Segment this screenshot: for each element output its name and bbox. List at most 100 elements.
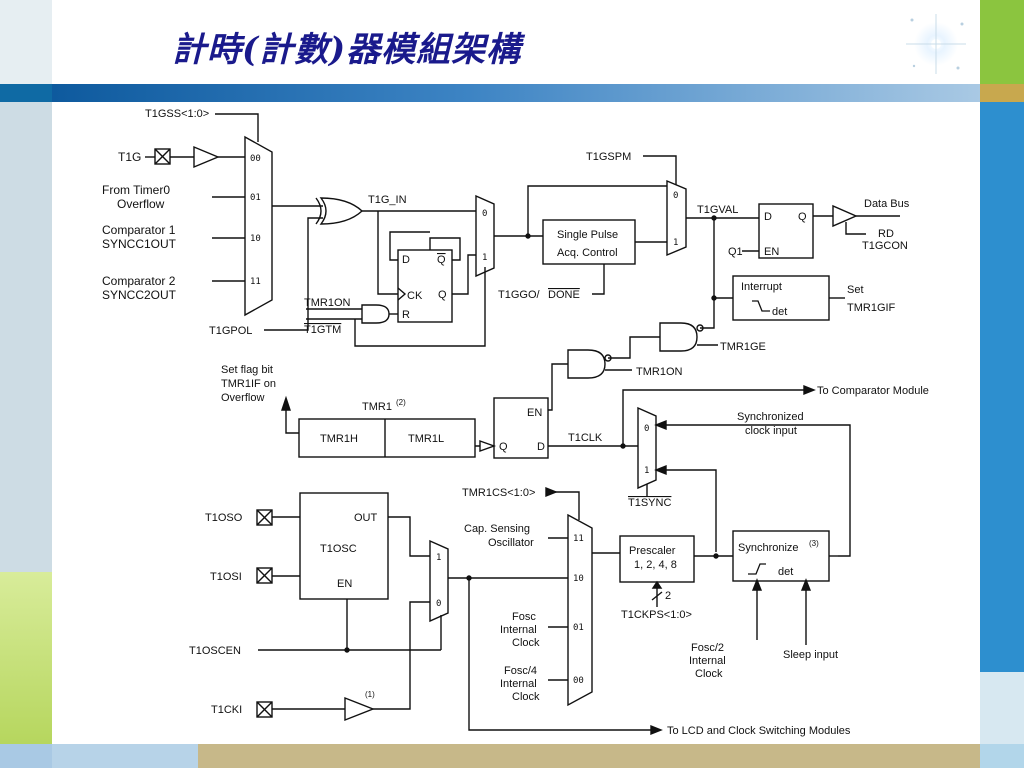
label-tmr1-sup: (2) [396, 398, 406, 407]
label-t1clk: T1CLK [568, 432, 603, 444]
mux2-in-1: 1 [482, 253, 487, 263]
footer-left [52, 744, 198, 768]
label-sync-clk-2: clock input [745, 425, 797, 437]
label-t1gtm: T1GTM [304, 324, 341, 336]
label-rd: RD [878, 228, 894, 240]
label-fosc-3: Clock [512, 637, 540, 649]
label-sync-clk-1: Synchronized [737, 411, 804, 423]
t1oscen-mux [429, 539, 449, 623]
label-t1g-in: T1G_IN [368, 194, 407, 206]
label-t1oscen: T1OSCEN [189, 645, 241, 657]
label-to-lcd: To LCD and Clock Switching Modules [667, 725, 851, 737]
label-fosc4-2: Internal [500, 678, 537, 690]
label-cap-sensing-2: Oscillator [488, 537, 534, 549]
label-interrupt: Interrupt [741, 281, 782, 293]
mux-in-01: 01 [250, 193, 261, 203]
mux5-in-1: 1 [436, 553, 441, 563]
right-frame-gold [980, 84, 1024, 102]
label-done: DONE [548, 289, 580, 301]
label-q1: Q1 [728, 246, 743, 258]
title-bar [52, 84, 980, 102]
label-comp1-2: SYNCC1OUT [102, 237, 177, 251]
t1cki-schmitt-buffer [344, 696, 375, 722]
label-prescaler-1: Prescaler [629, 545, 676, 557]
left-frame-mid [0, 102, 52, 572]
label-latch-d: D [764, 211, 772, 223]
mux6-in-00: 00 [573, 676, 584, 686]
right-frame-green [980, 0, 1024, 84]
label-to-comparator: To Comparator Module [817, 385, 929, 397]
t1gtm-mux [475, 194, 495, 278]
label-fosc2-3: Clock [695, 668, 723, 680]
label-latch-en: EN [764, 246, 779, 258]
label-ff-d: D [402, 254, 410, 266]
label-fosc2-1: Fosc/2 [691, 642, 724, 654]
label-ff-q: Q [438, 289, 447, 301]
label-from-timer0-1: From Timer0 [102, 183, 170, 197]
label-set-flag-3: Overflow [221, 392, 264, 404]
label-fosc-1: Fosc [512, 611, 536, 623]
gate-source-mux [244, 135, 273, 317]
label-t1g: T1G [118, 150, 141, 164]
label-tmr1ge: TMR1GE [720, 341, 766, 353]
mux-in-11: 11 [250, 277, 261, 287]
label-tmr1h: TMR1H [320, 433, 358, 445]
t1g-schmitt-buffer [193, 145, 220, 169]
label-cnt-d: D [537, 441, 545, 453]
label-latch-q: Q [798, 211, 807, 223]
label-comp2-2: SYNCC2OUT [102, 288, 177, 302]
label-tmr1on-a: TMR1ON [304, 297, 351, 309]
right-frame [980, 0, 1024, 768]
label-data-bus: Data Bus [864, 198, 910, 210]
label-set: Set [847, 284, 864, 296]
label-ff-qbar: Q [437, 254, 446, 266]
tmr1-register [298, 418, 476, 458]
right-frame-blue [980, 102, 1024, 672]
t1gspm-mux [666, 179, 687, 257]
label-set-flag-2: TMR1IF on [221, 378, 276, 390]
mux3-in-1: 1 [673, 238, 678, 248]
label-osc-out: OUT [354, 512, 378, 524]
mux4-in-0: 0 [644, 424, 649, 434]
label-bus-width: 2 [665, 590, 671, 602]
label-prescaler-2: 1, 2, 4, 8 [634, 559, 677, 571]
label-single-pulse-1: Single Pulse [557, 229, 618, 241]
label-fosc-2: Internal [500, 624, 537, 636]
tmr1ge-and-gate [659, 322, 698, 352]
label-t1ggo: T1GGO/ [498, 289, 541, 301]
label-cnt-q: Q [499, 441, 508, 453]
label-t1osi: T1OSI [210, 571, 242, 583]
label-tmr1l: TMR1L [408, 433, 444, 445]
label-fosc4-1: Fosc/4 [504, 665, 537, 677]
left-frame-band [0, 84, 52, 102]
t1sync-mux [637, 406, 657, 490]
label-single-pulse-2: Acq. Control [557, 247, 618, 259]
footer-bar [52, 744, 980, 768]
ff-reset-and-gate [361, 304, 390, 324]
label-sync-sup: (3) [809, 539, 819, 548]
label-t1gspm: T1GSPM [586, 151, 631, 163]
label-tmr1on-b: TMR1ON [636, 366, 683, 378]
label-comp2-1: Comparator 2 [102, 274, 176, 288]
footer-right [198, 744, 980, 768]
toggle-flip-flop [397, 249, 453, 323]
t1osc-block [299, 492, 389, 600]
label-t1cki-sup: (1) [365, 690, 375, 699]
data-bus-buffer [832, 204, 858, 228]
label-tmr1cs: TMR1CS<1:0> [462, 487, 535, 499]
label-tmr1gif: TMR1GIF [847, 302, 896, 314]
label-fosc2-2: Internal [689, 655, 726, 667]
left-frame-green [0, 572, 52, 744]
label-ff-ck: CK [407, 290, 423, 302]
label-comp1-1: Comparator 1 [102, 223, 176, 237]
label-cap-sensing-1: Cap. Sensing [464, 523, 530, 535]
label-t1oso: T1OSO [205, 512, 243, 524]
mux-in-00: 00 [250, 154, 261, 164]
mux5-in-0: 0 [436, 599, 441, 609]
label-ff-r: R [402, 309, 410, 321]
timer1-block-diagram: T1GSS<1:0> T1G From Timer0 Overflow Comp… [102, 108, 929, 737]
label-t1cki: T1CKI [211, 704, 242, 716]
right-frame-bottom [980, 744, 1024, 768]
t1gpol-xor-gate [319, 197, 364, 225]
mux6-in-11: 11 [573, 534, 584, 544]
